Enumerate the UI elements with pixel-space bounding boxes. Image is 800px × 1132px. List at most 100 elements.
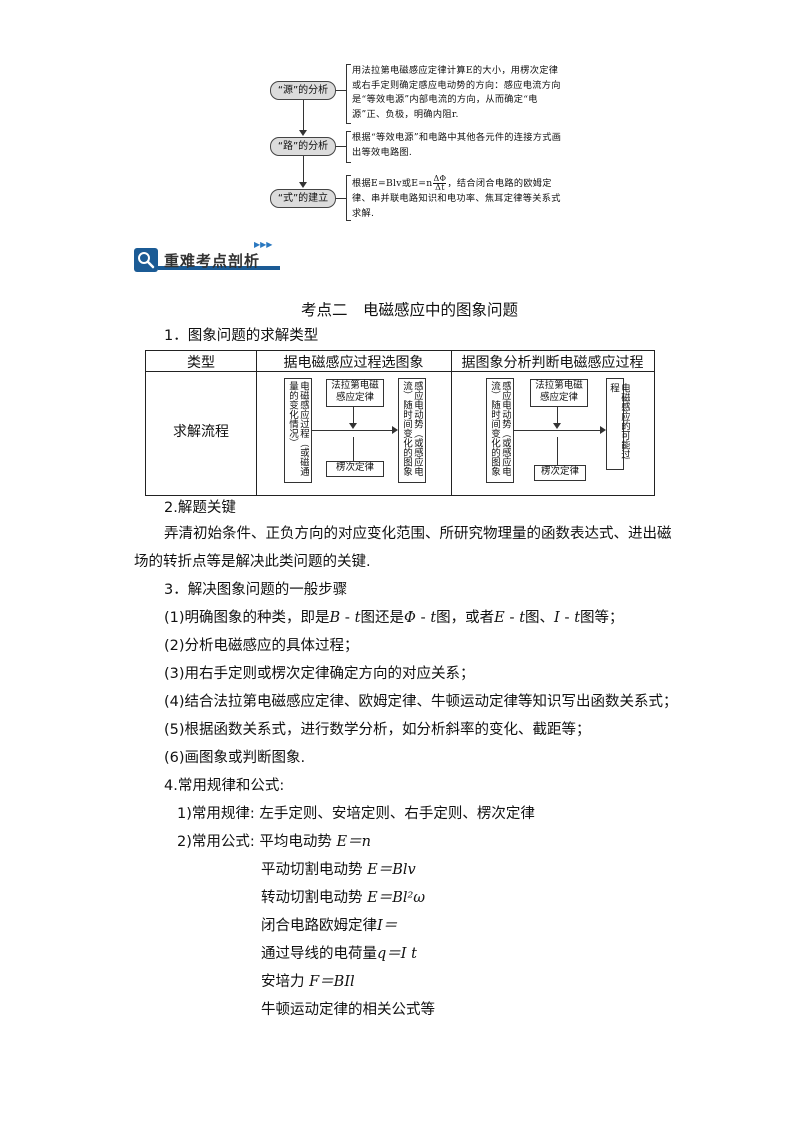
step-1-var: t (519, 610, 526, 626)
faraday-law-box: 法拉第电磁感应定律 (530, 379, 588, 407)
rotational-emf-formula: E＝Bl²ω (367, 890, 426, 906)
formula-text-post: ，结合闭合电路的欧姆定律、串并联电路知识和电功率、焦耳定律等关系式求解. (352, 178, 561, 219)
graph-box: 感应电动势（或感应电流）随时间变化的图象 (398, 378, 426, 483)
lenz-law-box: 楞次定律 (534, 465, 586, 481)
step-4: (4)结合法拉第电磁感应定律、欧姆定律、牛顿运动定律等知识写出函数关系式； (164, 694, 678, 710)
bracket (346, 64, 351, 124)
translational-emf-formula: E＝Blv (367, 862, 416, 878)
table-divider (256, 351, 257, 495)
source-analysis-text: 用法拉第电磁感应定律计算E的大小，用楞次定律或右手定则确定感应电动势的方向：感应… (352, 65, 561, 120)
step-1-var: t (574, 610, 581, 626)
step-1-text: (1)明确图象的种类，即是 (164, 610, 330, 626)
step-1-var: t (430, 610, 437, 626)
step-2: (2)分析电磁感应的具体过程； (164, 638, 359, 654)
step-1-var: E (494, 610, 505, 626)
charge-formula: q＝I t (377, 946, 417, 962)
flow-connector (514, 430, 600, 431)
step-1-var: Φ (403, 610, 416, 626)
formula-label: 安培力 (261, 974, 305, 990)
fraction-numerator: ΔΦ (433, 174, 447, 184)
common-formulas: 2)常用公式: 平均电动势 E＝n (177, 830, 371, 851)
analysis-flow-diagram: “源”的分析 “路”的分析 “式”的建立 用法拉第电磁感应定律计算E的大小，用楞… (270, 62, 570, 222)
table-divider (451, 351, 452, 495)
formula-line: 牛顿运动定律的相关公式等 (261, 1002, 435, 1018)
bracket (346, 175, 351, 221)
possible-process-text: 电磁感应的可能过程 (608, 383, 630, 459)
banner-dots-icon: ▶▶▶ (254, 240, 273, 249)
formula-line: 平动切割电动势 E＝Blv (261, 858, 416, 879)
flow-connector (353, 437, 354, 461)
step-1-text: 图等； (580, 610, 624, 626)
formula-label: 平动切割电动势 (261, 862, 363, 878)
step-1: (1)明确图象的种类，即是B - t图还是Φ - t图，或者E - t图、I -… (164, 606, 624, 627)
faraday-law-box: 法拉第电磁感应定律 (326, 379, 384, 407)
fraction-denominator: Δt (435, 183, 445, 192)
table-header-col3: 据图象分析判断电磁感应过程 (461, 355, 644, 371)
step-1-text: - (340, 610, 355, 626)
formula-line: 闭合电路欧姆定律I＝ (261, 914, 397, 935)
arrow-down-icon (299, 130, 307, 136)
flow-connector (557, 437, 558, 465)
flow-connector (336, 90, 346, 91)
graph-box: 感应电动势（或感应电流）随时间变化的图象 (486, 378, 514, 483)
arrow-down-icon (349, 423, 357, 429)
formula-line: 转动切割电动势 E＝Bl²ω (261, 886, 425, 907)
table-header-type: 类型 (187, 355, 215, 371)
circuit-analysis-pill: “路”的分析 (270, 137, 336, 156)
bracket (346, 131, 351, 163)
step-1-text: 图、 (525, 610, 555, 626)
formula-label: 闭合电路欧姆定律 (261, 918, 377, 934)
step-3: (3)用右手定则或楞次定律确定方向的对应关系； (164, 666, 475, 682)
formula-label: 通过导线的电荷量 (261, 946, 377, 962)
paragraph-line: 弄清初始条件、正负方向的对应变化范围、所研究物理量的函数表达式、进出磁 (164, 526, 672, 542)
step-1-text: - (415, 610, 431, 626)
heading-3: 3．解决图象问题的一般步骤 (164, 582, 348, 598)
table-row-label: 求解流程 (173, 424, 229, 440)
step-1-var: t (354, 610, 361, 626)
arrow-right-icon (600, 426, 606, 434)
section-title: 考点二 电磁感应中的图象问题 (301, 301, 519, 319)
flow-connector (303, 100, 304, 130)
banner-underline (158, 266, 280, 270)
ampere-force-formula: F＝BIl (309, 974, 355, 990)
common-rules: 1)常用规律: 左手定则、安培定则、右手定则、楞次定律 (177, 806, 535, 822)
table-header-col2: 据电磁感应过程选图象 (283, 355, 424, 371)
circuit-analysis-text: 根据“等效电源”和电路中其他各元件的连接方式画出等效电路图. (352, 132, 562, 158)
average-emf-formula: E＝n (336, 834, 371, 850)
step-1-text: - (504, 610, 520, 626)
ohm-law-formula: I＝ (377, 918, 398, 934)
formula-label: 转动切割电动势 (261, 890, 363, 906)
graph-box-text: 感应电动势（或感应电流）随时间变化的图象 (489, 381, 511, 476)
heading-2: 2.解题关键 (164, 500, 236, 516)
flow-connector (336, 198, 346, 199)
formula-pill: “式”的建立 (270, 189, 336, 208)
flow-connector (353, 406, 354, 424)
flow-connector (557, 406, 558, 424)
banner-title: 重难考点剖析 (164, 252, 261, 270)
process-box: 电磁感应过程（或磁通量的变化情况） (284, 378, 312, 483)
heading-1: 1．图象问题的求解类型 (164, 328, 319, 344)
arrow-down-icon (553, 423, 561, 429)
search-icon (134, 248, 158, 272)
possible-process-box: 电磁感应的可能过程 (606, 378, 630, 470)
step-1-text: 图还是 (360, 610, 404, 626)
table-divider (146, 371, 654, 372)
heading-4: 4.常用规律和公式: (164, 778, 285, 794)
section-banner: 重难考点剖析 ▶▶▶ (134, 240, 284, 274)
arrow-right-icon (392, 426, 398, 434)
step-1-var: I (554, 610, 560, 626)
process-box-text: 电磁感应过程（或磁通量的变化情况） (287, 381, 309, 476)
source-analysis-pill: “源”的分析 (270, 81, 336, 100)
step-6: (6)画图象或判断图象. (164, 750, 306, 766)
flow-connector (336, 146, 346, 147)
step-1-text: - (559, 610, 575, 626)
lenz-law-box: 楞次定律 (326, 461, 384, 477)
flow-connector (303, 156, 304, 182)
formula-line: 安培力 F＝BIl (261, 970, 355, 991)
step-1-text: 图，或者 (436, 610, 495, 626)
step-1-var: B (329, 610, 341, 626)
formula-text-pre: 根据E=Blv或E=n (352, 178, 433, 189)
step-5: (5)根据函数关系式，进行数学分析，如分析斜率的变化、截距等； (164, 722, 591, 738)
